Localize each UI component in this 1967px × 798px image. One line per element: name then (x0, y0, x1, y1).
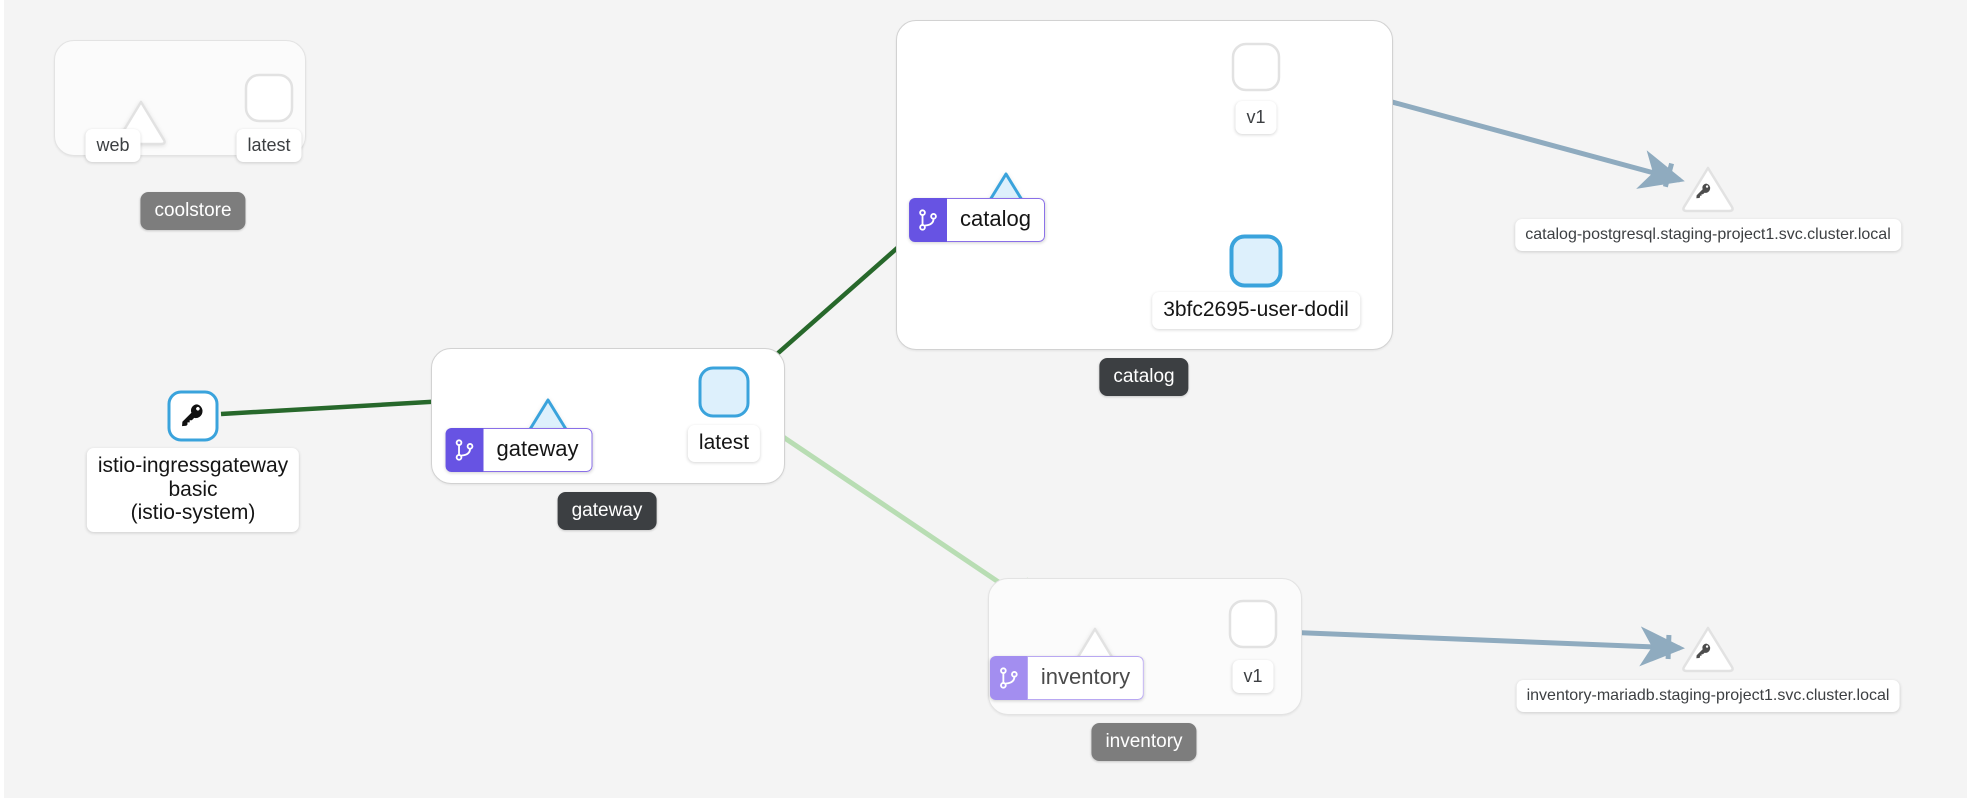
workload-badge-inventory[interactable]: inventory (989, 656, 1145, 700)
key-icon (182, 404, 203, 427)
workload-badge-gateway[interactable]: gateway (445, 428, 593, 472)
node-label-web: web (85, 129, 141, 163)
node-label-catalog-user-dodil: 3bfc2695-user-dodil (1152, 292, 1360, 329)
node-label-istio-ingressgateway: istio-ingressgateway basic (istio-system… (86, 448, 300, 532)
edge-catalog-postgres-bar (1662, 162, 1675, 188)
git-branch-icon (445, 428, 484, 472)
group-label-catalog[interactable]: catalog (1099, 358, 1189, 396)
group-label-inventory[interactable]: inventory (1091, 723, 1197, 761)
group-label-gateway[interactable]: gateway (557, 492, 657, 530)
git-branch-icon (909, 198, 948, 242)
node-label-gateway-latest: latest (687, 425, 761, 462)
node-inventory-v1[interactable] (1227, 598, 1279, 650)
node-inventory-mariadb[interactable] (1680, 625, 1736, 675)
edge-inventory-v1-to-mariadb (1282, 626, 1685, 667)
node-label-web-latest: latest (236, 129, 302, 163)
key-icon (1696, 183, 1711, 199)
key-icon (1696, 643, 1711, 659)
node-catalog-user-dodil[interactable] (1228, 233, 1284, 289)
workload-badge-catalog[interactable]: catalog (909, 198, 1045, 242)
workload-label-catalog: catalog (947, 198, 1045, 242)
edge-inventory-mariadb-bar (1665, 634, 1672, 660)
node-istio-ingressgateway[interactable] (166, 389, 220, 443)
workload-label-inventory: inventory (1027, 656, 1145, 700)
node-catalog-v1[interactable] (1230, 41, 1282, 93)
node-label-catalog-v1: v1 (1235, 101, 1277, 135)
node-catalog-postgresql[interactable] (1680, 165, 1736, 215)
workload-label-gateway: gateway (483, 428, 593, 472)
git-branch-icon (989, 656, 1028, 700)
group-label-coolstore[interactable]: coolstore (140, 192, 246, 230)
node-web-latest[interactable] (243, 72, 295, 124)
node-gateway-latest[interactable] (697, 365, 751, 419)
node-label-inventory-mariadb: inventory-mariadb.staging-project1.svc.c… (1516, 680, 1900, 712)
node-label-inventory-v1: v1 (1232, 660, 1274, 694)
node-label-catalog-postgresql: catalog-postgresql.staging-project1.svc.… (1515, 219, 1901, 251)
